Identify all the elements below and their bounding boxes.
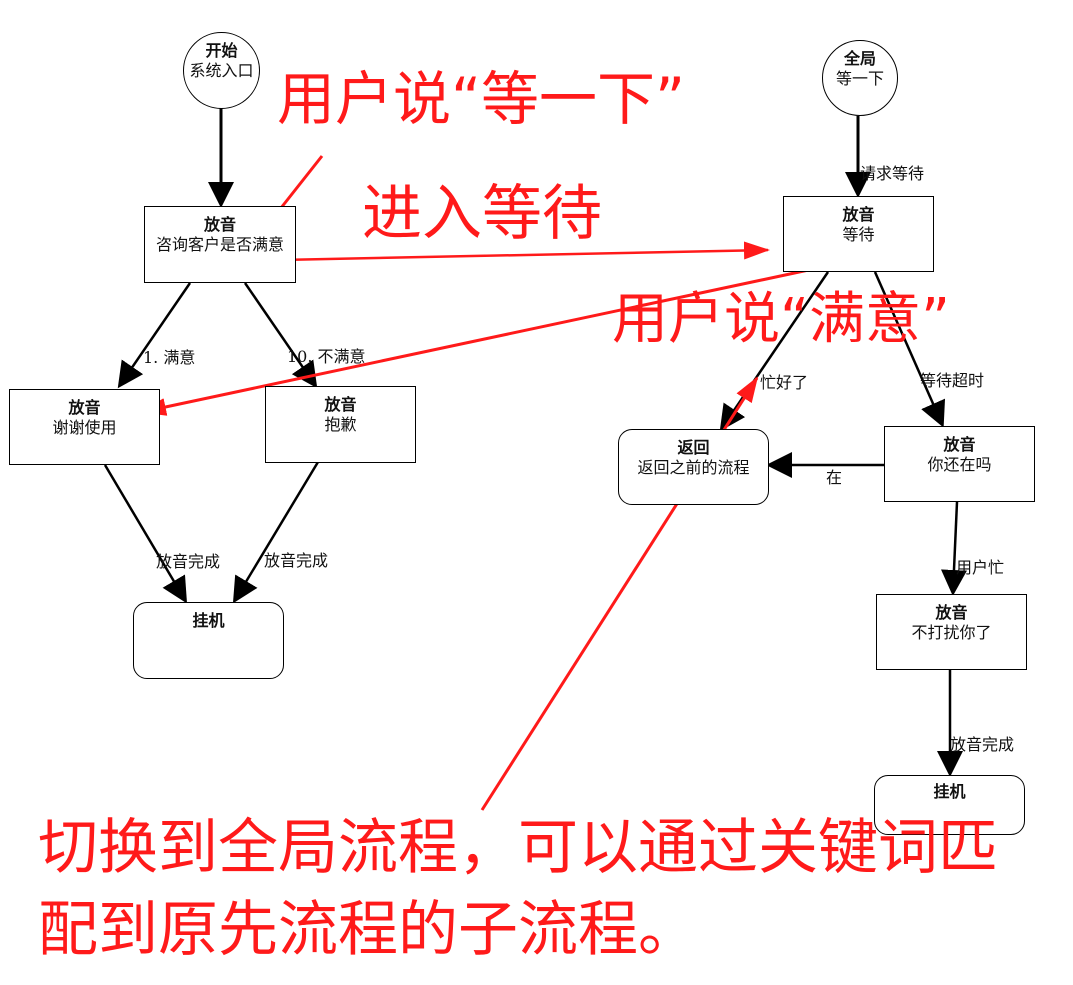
node-hangup-right: 挂机: [874, 775, 1025, 835]
node-thanks-sub: 谢谢使用: [52, 418, 117, 437]
node-wait: 放音 等待: [783, 196, 934, 272]
edge-label-user-busy: 用户忙: [956, 558, 1005, 577]
edge-label-wait-timeout: 等待超时: [920, 371, 985, 390]
node-hangup-right-title: 挂机: [933, 782, 966, 801]
node-global: 全局 等一下: [822, 40, 898, 116]
node-wait-sub: 等待: [842, 225, 875, 244]
anno-switch-line1: 切换到全局流程，可以通过关键词匹: [38, 813, 998, 883]
node-sorry-sub: 抱歉: [324, 415, 357, 434]
edge-label-done-left: 放音完成: [156, 552, 221, 571]
edge-label-present: 在: [826, 468, 843, 487]
edge-user-busy: [940, 501, 967, 596]
anno-enter-wait: 进入等待: [362, 179, 602, 249]
edge-satisfied: [117, 282, 192, 389]
anno-arrow-user-says-satisfied: [140, 263, 833, 416]
node-sorry-title: 放音: [324, 395, 357, 414]
node-return: 返回 返回之前的流程: [618, 429, 769, 505]
edge-label-request-wait: 请求等待: [860, 164, 925, 183]
node-wait-title: 放音: [842, 205, 875, 224]
edge-label-busy-done: 忙好了: [760, 373, 809, 392]
edge-label-not-satisfied: 10. 不满意: [287, 347, 366, 366]
node-start-sub: 系统入口: [189, 61, 254, 80]
node-hangup-left: 挂机: [133, 602, 284, 679]
node-still-there-sub: 你还在吗: [927, 455, 992, 474]
node-ask-satisfaction: 放音 咨询客户是否满意: [144, 206, 296, 283]
node-sorry: 放音 抱歉: [265, 386, 416, 463]
node-start: 开始 系统入口: [183, 32, 260, 109]
node-no-disturb-sub: 不打扰你了: [911, 623, 992, 642]
edge-wait-timeout: [873, 271, 946, 428]
node-start-title: 开始: [205, 41, 238, 60]
anno-user-says-satisfied: 用户说“满意”: [612, 287, 951, 352]
anno-arrow-enter-wait: [279, 241, 770, 262]
node-no-disturb-title: 放音: [935, 603, 968, 622]
edge-label-done-right: 放音完成: [264, 551, 329, 570]
node-thanks-title: 放音: [68, 398, 101, 417]
node-hangup-left-title: 挂机: [192, 611, 225, 630]
edge-sorry-to-hangup: [232, 461, 320, 604]
edge-thanks-to-hangup: [103, 464, 188, 604]
node-global-sub: 等一下: [835, 69, 884, 88]
edge-not-satisfied: [243, 282, 318, 389]
anno-switch-line2: 配到原先流程的子流程。: [38, 895, 698, 965]
node-ask-sub: 咨询客户是否满意: [155, 235, 284, 254]
node-global-title: 全局: [843, 49, 876, 68]
anno-user-says-wait: 用户说“等一下”: [277, 65, 686, 133]
node-thanks: 放音 谢谢使用: [9, 389, 160, 465]
node-still-there: 放音 你还在吗: [884, 426, 1035, 502]
node-still-there-title: 放音: [943, 435, 976, 454]
edge-label-satisfied: 1. 满意: [143, 348, 196, 367]
edge-label-final-done: 放音完成: [950, 735, 1015, 754]
node-return-sub: 返回之前的流程: [637, 458, 750, 477]
node-ask-title: 放音: [203, 215, 236, 234]
node-no-disturb: 放音 不打扰你了: [876, 594, 1027, 670]
node-return-title: 返回: [677, 438, 710, 457]
